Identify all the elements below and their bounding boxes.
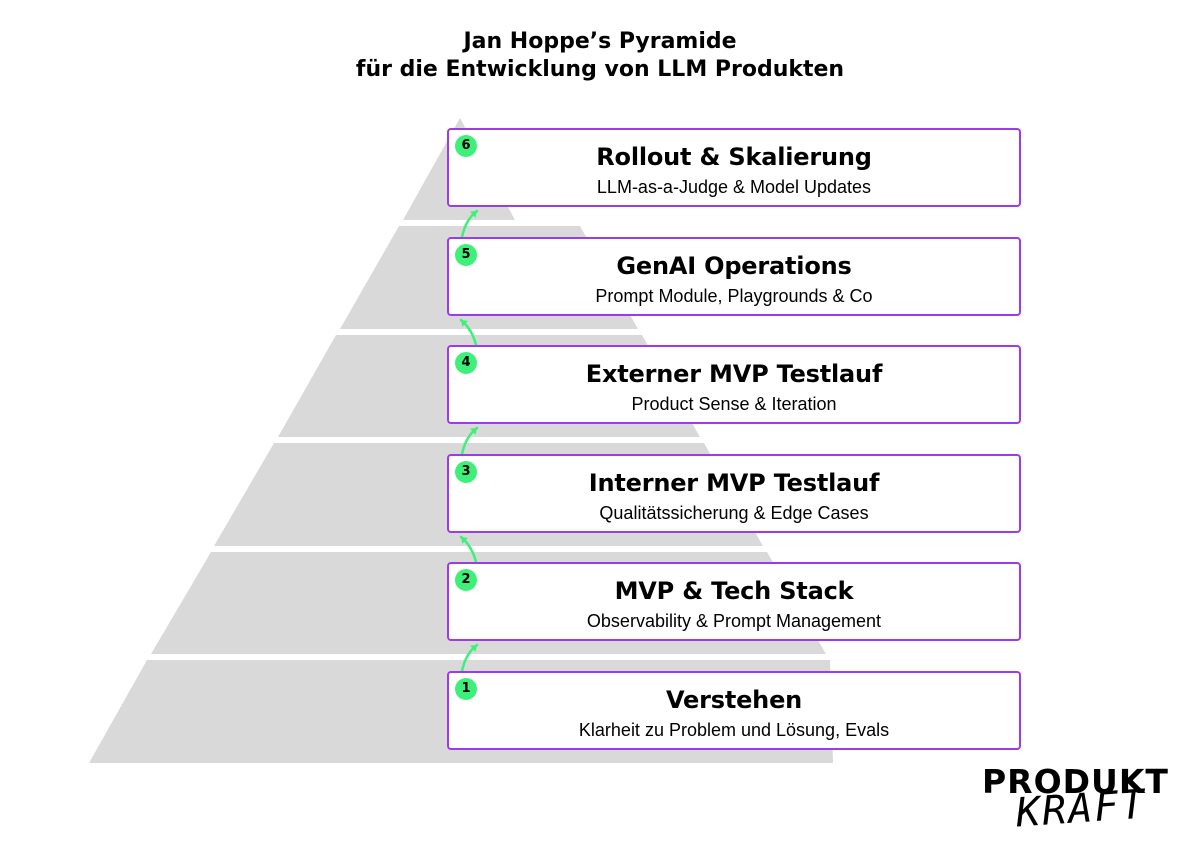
level-badge-4: 4 bbox=[455, 352, 477, 374]
arrowhead bbox=[470, 428, 477, 435]
diagram-title: Jan Hoppe’s Pyramide für die Entwicklung… bbox=[300, 28, 900, 84]
title-line-2: für die Entwicklung von LLM Produkten bbox=[355, 57, 845, 82]
level-subtitle-2: Observability & Prompt Management bbox=[586, 611, 882, 631]
level-subtitle-6: LLM-as-a-Judge & Model Updates bbox=[596, 177, 872, 197]
level-heading-3: Interner MVP Testlauf bbox=[588, 469, 880, 497]
level-subtitle-5: Prompt Module, Playgrounds & Co bbox=[595, 286, 873, 306]
produktkraft-logo: PRODUKT KRAFT bbox=[978, 762, 1188, 842]
arrowhead bbox=[470, 645, 477, 652]
arrowhead bbox=[461, 537, 468, 544]
level-subtitle-3: Qualitätssicherung & Edge Cases bbox=[599, 503, 869, 523]
level-subtitle-4: Product Sense & Iteration bbox=[631, 394, 837, 414]
level-subtitle-1: Klarheit zu Problem und Lösung, Evals bbox=[578, 720, 890, 740]
logo-line-1: PRODUKT bbox=[982, 762, 1169, 801]
arrowhead bbox=[461, 320, 468, 327]
level-card-2: 2 MVP & Tech Stack Observability & Promp… bbox=[447, 562, 1021, 641]
level-badge-1: 1 bbox=[455, 678, 477, 700]
arrowhead bbox=[470, 211, 477, 218]
level-card-6: 6 Rollout & Skalierung LLM-as-a-Judge & … bbox=[447, 128, 1021, 207]
level-heading-2: MVP & Tech Stack bbox=[614, 577, 854, 605]
level-card-5: 5 GenAI Operations Prompt Module, Playgr… bbox=[447, 237, 1021, 316]
level-heading-1: Verstehen bbox=[665, 686, 803, 714]
level-badge-6: 6 bbox=[455, 135, 477, 157]
level-heading-4: Externer MVP Testlauf bbox=[585, 360, 883, 388]
title-line-1: Jan Hoppe’s Pyramide bbox=[463, 29, 737, 54]
level-badge-2: 2 bbox=[455, 569, 477, 591]
level-card-3: 3 Interner MVP Testlauf Qualitätssicheru… bbox=[447, 454, 1021, 533]
level-badge-3: 3 bbox=[455, 461, 477, 483]
level-card-1: 1 Verstehen Klarheit zu Problem und Lösu… bbox=[447, 671, 1021, 750]
level-badge-5: 5 bbox=[455, 244, 477, 266]
level-card-4: 4 Externer MVP Testlauf Product Sense & … bbox=[447, 345, 1021, 424]
logo-line-2: KRAFT bbox=[1014, 781, 1148, 837]
level-heading-5: GenAI Operations bbox=[616, 252, 852, 280]
level-heading-6: Rollout & Skalierung bbox=[596, 143, 872, 171]
